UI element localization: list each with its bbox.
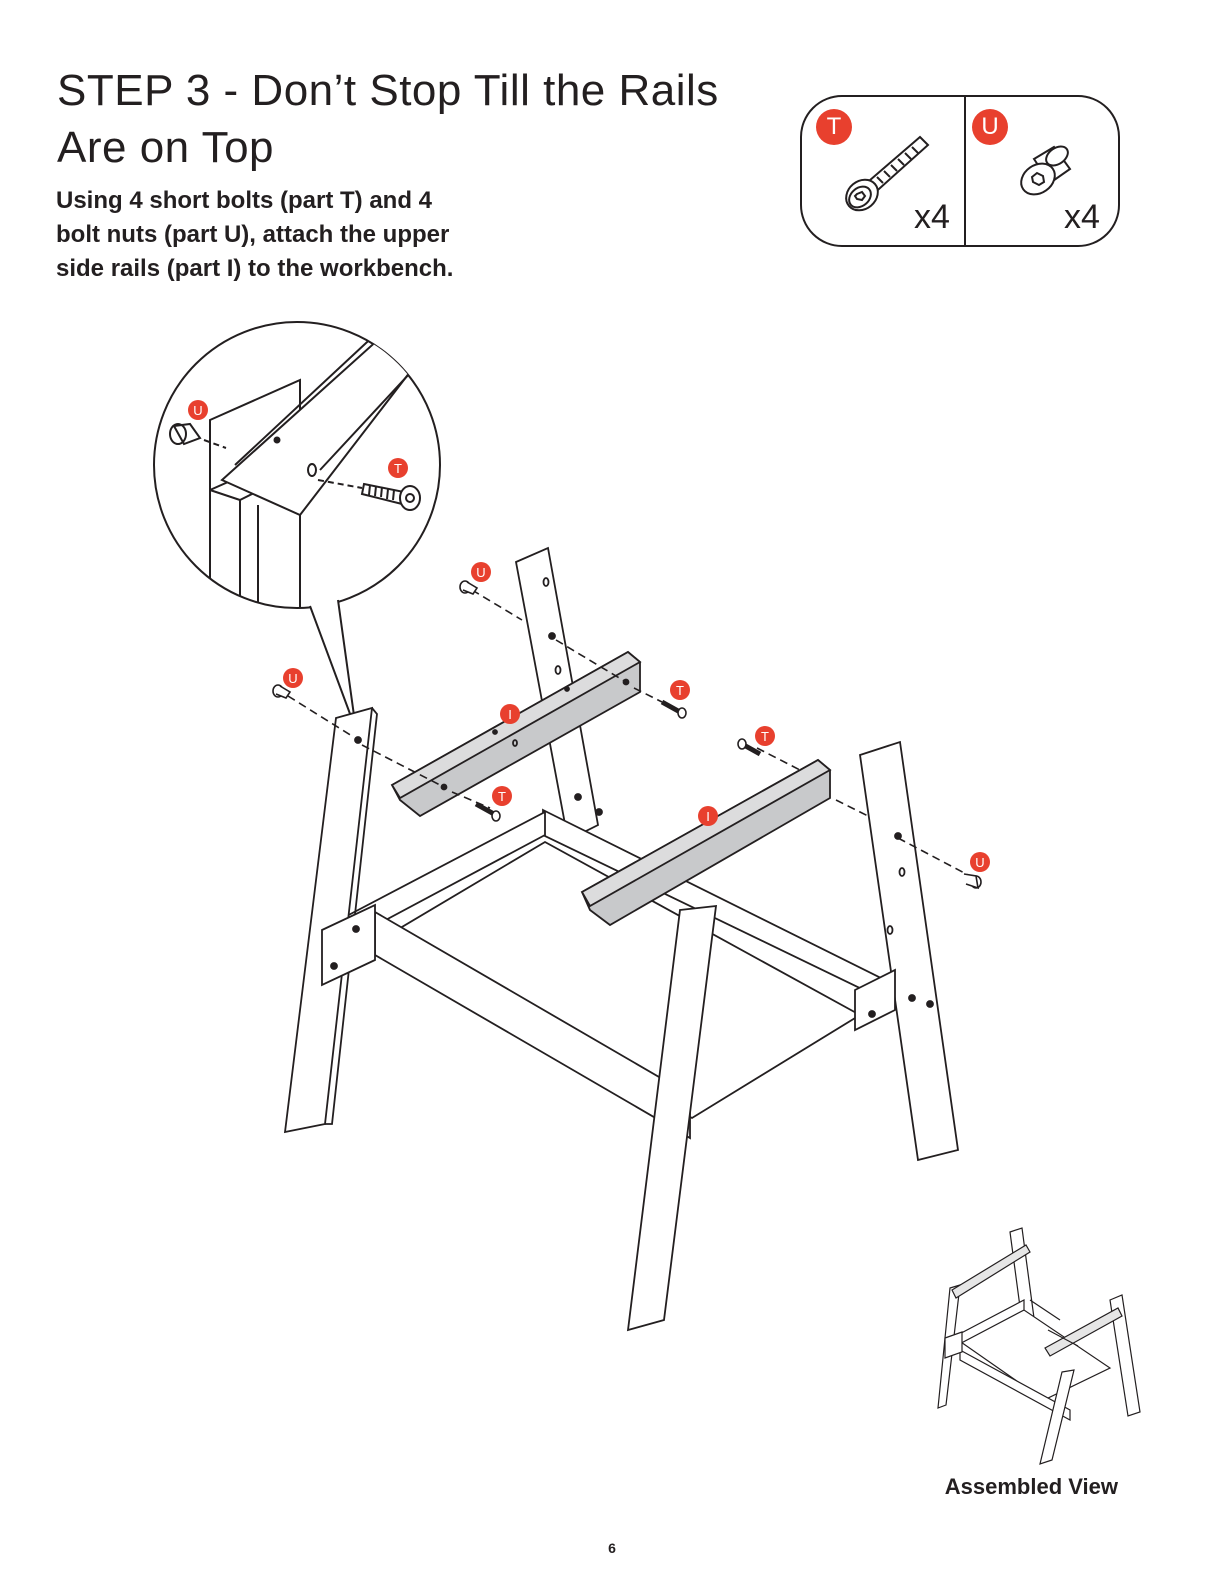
nut-icon — [460, 581, 477, 594]
nut-icon — [273, 685, 290, 698]
badge-rail-right: I — [706, 809, 710, 824]
bolt-icon — [662, 702, 686, 718]
detail-callout — [154, 320, 450, 730]
fastener-paths — [288, 590, 970, 876]
rail-screw — [909, 995, 915, 1001]
leg-hole — [900, 868, 905, 876]
rail-screw — [353, 926, 359, 932]
rail-screw — [927, 1001, 933, 1007]
leg-hole — [549, 633, 555, 639]
bolt-icon — [476, 804, 500, 821]
badge-bolt-left: T — [498, 789, 506, 804]
assembled-view-illustration — [938, 1228, 1140, 1464]
leg-right — [860, 742, 958, 1160]
badge-bolt-detail: T — [394, 461, 402, 476]
badge-bolt-right: T — [761, 729, 769, 744]
nut-icon — [964, 874, 981, 888]
rail-screw — [869, 1011, 875, 1017]
leg-hole — [544, 578, 549, 586]
leg-hole — [888, 926, 893, 934]
badge-nut-back: U — [476, 565, 485, 580]
leg-hole — [355, 737, 361, 743]
badge-nut-right: U — [975, 855, 984, 870]
rail-screw — [575, 794, 581, 800]
leg-hole — [556, 666, 561, 674]
badge-nut-detail: U — [193, 403, 202, 418]
page-number: 6 — [582, 1540, 642, 1556]
detail-pointer — [310, 600, 356, 730]
upper-side-rails — [392, 652, 830, 925]
rail-screw — [596, 809, 602, 815]
badge-nut-left: U — [288, 671, 297, 686]
rail-screw — [331, 963, 337, 969]
assembled-view-label: Assembled View — [900, 1474, 1118, 1500]
badge-rail-left: I — [508, 707, 512, 722]
badge-bolt-back: T — [676, 683, 684, 698]
